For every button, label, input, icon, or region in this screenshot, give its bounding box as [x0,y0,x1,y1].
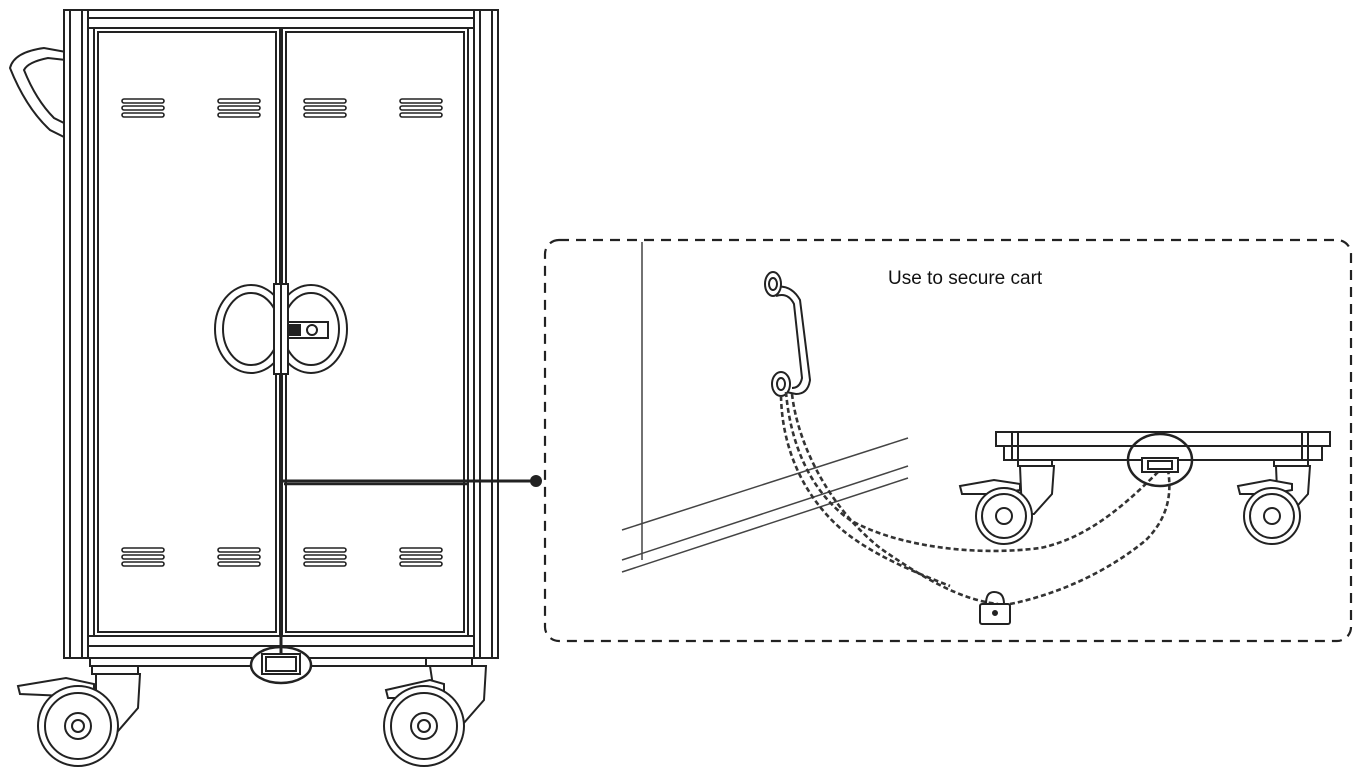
callout-label: Use to secure cart [888,268,1043,289]
cabinet-cart-icon [8,9,499,685]
callout-leader [279,475,542,654]
caster-wheel-icon [16,657,488,767]
wall-corner [621,242,909,573]
chain-icon [779,391,1171,606]
left-post [63,9,89,659]
detail-cart-base [958,431,1331,545]
wall-anchor-icon [764,271,812,397]
callout-frame [543,238,1353,643]
right-post [473,9,499,659]
padlock-icon [979,590,1011,625]
